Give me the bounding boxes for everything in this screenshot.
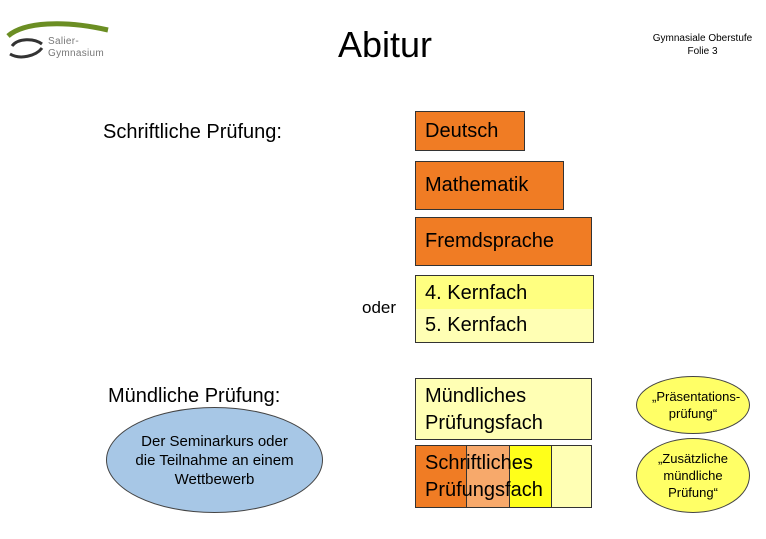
logo-swoosh-icon xyxy=(6,21,109,59)
logo-text-line2: Gymnasium xyxy=(48,48,105,59)
subject-label-deutsch: Deutsch xyxy=(425,119,499,142)
presentation-exam-label: „Präsentations-prüfung“ xyxy=(652,389,741,421)
additional-exam-ellipse: „Zusätzliche mündliche Prüfung“ xyxy=(636,438,750,513)
segment-divider-2 xyxy=(509,446,510,507)
presentation-exam-ellipse: „Präsentations-prüfung“ xyxy=(636,376,750,434)
header-right-line1: Gymnasiale Oberstufe xyxy=(652,33,753,44)
header-right-line2: Folie 3 xyxy=(687,46,718,57)
core-subject-row-4: 4. Kernfach xyxy=(416,276,593,309)
segment-yellow xyxy=(509,446,551,507)
core-subject-row-5: 5. Kernfach xyxy=(416,309,593,342)
segment-divider-1 xyxy=(466,446,467,507)
written-exam-label: Schriftliche Prüfung: xyxy=(103,121,282,143)
segment-orange xyxy=(416,446,466,507)
additional-exam-label: „Zusätzliche mündliche Prüfung“ xyxy=(657,451,729,500)
seminar-ellipse: Der Seminarkurs oder die Teilnahme an ei… xyxy=(106,407,323,513)
oral-subject-label: Mündliches Prüfungsfach xyxy=(425,385,543,434)
or-label: oder xyxy=(362,298,397,317)
core-subject-label-4: 4. Kernfach xyxy=(425,282,528,304)
oral-subject-box: Mündliches Prüfungsfach xyxy=(415,378,592,440)
subject-box-fremdsprache: Fremdsprache xyxy=(415,217,592,266)
written-subject-box: Schriftliches Prüfungsfach xyxy=(415,445,592,508)
subject-box-mathematik: Mathematik xyxy=(415,161,564,210)
core-subject-label-5: 5. Kernfach xyxy=(425,314,528,336)
subject-label-mathematik: Mathematik xyxy=(425,174,529,196)
segment-pale-yellow xyxy=(551,446,591,507)
subject-label-fremdsprache: Fremdsprache xyxy=(425,230,554,252)
segment-light-orange xyxy=(466,446,509,507)
oral-exam-label: Mündliche Prüfung: xyxy=(108,385,281,407)
written-subject-label: Schriftliches Prüfungsfach xyxy=(425,452,543,501)
logo-text-line1: Salier- xyxy=(48,36,79,47)
page-title: Abitur xyxy=(337,24,433,65)
subject-box-deutsch: Deutsch xyxy=(415,111,525,151)
core-subject-box: 4. Kernfach 5. Kernfach xyxy=(415,275,594,343)
header-right: Gymnasiale Oberstufe Folie 3 xyxy=(640,32,765,58)
segment-divider-3 xyxy=(551,446,552,507)
seminar-note: Der Seminarkurs oder die Teilnahme an ei… xyxy=(135,432,294,488)
school-logo: Salier- Gymnasium xyxy=(4,16,114,64)
